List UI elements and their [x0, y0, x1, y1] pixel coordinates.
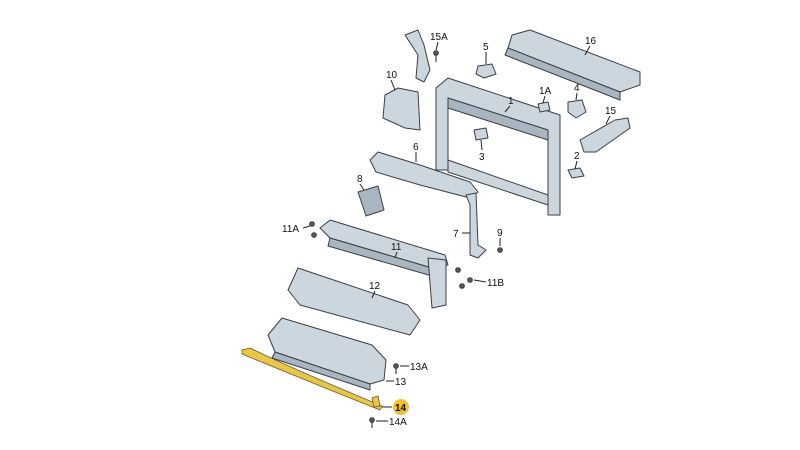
- label-10[interactable]: 10: [386, 70, 398, 81]
- label-13A[interactable]: 13A: [410, 362, 428, 373]
- label-12[interactable]: 12: [369, 281, 381, 292]
- label-13[interactable]: 13: [395, 377, 407, 388]
- part-4[interactable]: [567, 99, 587, 119]
- part-13-lower-grille[interactable]: [267, 317, 387, 391]
- label-14A[interactable]: 14A: [389, 417, 407, 428]
- label-9[interactable]: 9: [497, 228, 503, 239]
- part-11-impact-bar[interactable]: [319, 219, 449, 309]
- part-3[interactable]: [473, 127, 489, 141]
- label-2[interactable]: 2: [574, 151, 580, 162]
- bolt-icons: [309, 50, 503, 428]
- part-labels: 15A 5 16 10 1 1A 4 15 3 2 6 8 11A 7 9 11…: [282, 32, 617, 428]
- label-7[interactable]: 7: [453, 229, 459, 240]
- part-14-trim-strip[interactable]: [241, 347, 383, 411]
- label-3[interactable]: 3: [479, 152, 485, 163]
- label-1[interactable]: 1: [508, 96, 514, 107]
- label-11[interactable]: 11: [391, 242, 402, 253]
- part-2[interactable]: [567, 167, 585, 179]
- label-6[interactable]: 6: [413, 142, 419, 153]
- part-8[interactable]: [357, 185, 385, 217]
- label-15[interactable]: 15: [605, 106, 617, 117]
- part-10[interactable]: [382, 87, 421, 131]
- leader-lines: [302, 41, 611, 422]
- part-1-front-carrier[interactable]: [435, 77, 561, 216]
- label-5[interactable]: 5: [483, 42, 489, 53]
- part-16[interactable]: [504, 29, 641, 101]
- label-14[interactable]: 14: [395, 403, 407, 414]
- label-4[interactable]: 4: [574, 83, 580, 94]
- part-6-lock-carrier[interactable]: [369, 151, 479, 199]
- part-1A[interactable]: [537, 101, 551, 113]
- part-7[interactable]: [465, 192, 487, 259]
- label-15A[interactable]: 15A: [430, 32, 448, 43]
- part-15A-bracket[interactable]: [404, 29, 431, 83]
- part-12[interactable]: [287, 267, 421, 336]
- part-5[interactable]: [475, 63, 497, 79]
- label-16[interactable]: 16: [585, 36, 597, 47]
- label-1A[interactable]: 1A: [539, 86, 552, 97]
- label-8[interactable]: 8: [357, 174, 363, 185]
- part-15-bracket[interactable]: [579, 117, 631, 153]
- label-11B[interactable]: 11B: [487, 278, 504, 289]
- selected-part-highlight: [393, 399, 409, 415]
- label-11A[interactable]: 11A: [282, 224, 299, 235]
